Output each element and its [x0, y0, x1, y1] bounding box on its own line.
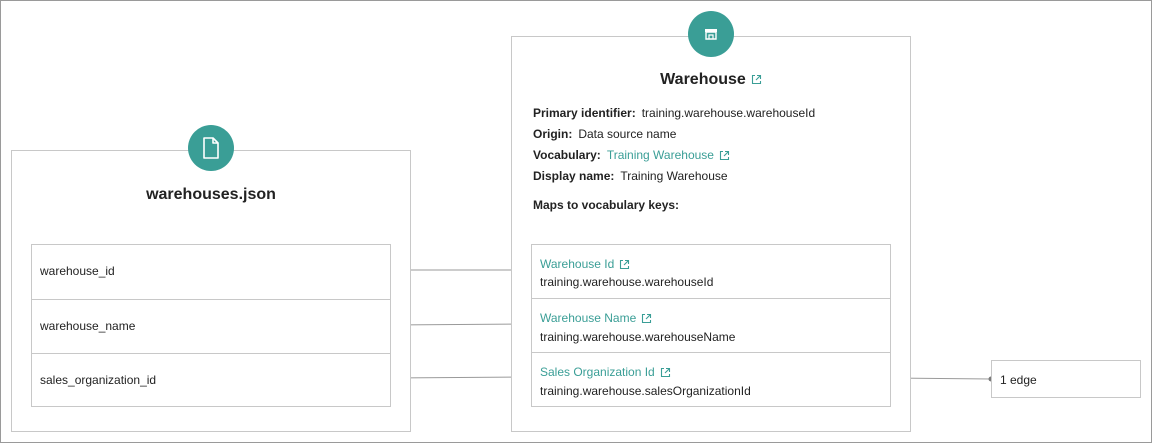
external-link-icon[interactable] [660, 367, 671, 378]
source-card[interactable]: warehouses.json warehouse_id warehouse_n… [11, 150, 411, 432]
source-field-label: warehouse_name [40, 319, 136, 333]
vocabulary-key-row[interactable]: Warehouse Name training.warehouse.wareho… [532, 298, 890, 352]
source-field-label: warehouse_id [40, 264, 115, 278]
source-field-row[interactable]: sales_organization_id [32, 353, 390, 406]
origin: Origin: Data source name [533, 127, 676, 141]
maps-to-keys: Maps to vocabulary keys: [533, 198, 685, 212]
display-name-value: Training Warehouse [620, 169, 728, 183]
vocabulary-key-name: Warehouse Name [540, 311, 652, 325]
vocabulary-link[interactable]: Training Warehouse [606, 148, 714, 162]
source-field-row[interactable]: warehouse_id [32, 245, 390, 299]
entity-card[interactable]: Warehouse Primary identifier: training.wa… [511, 36, 911, 432]
vocabulary-key-link[interactable]: Warehouse Id [540, 257, 615, 271]
external-link-icon[interactable] [641, 313, 652, 324]
vocabulary-key-path: training.warehouse.salesOrganizationId [540, 384, 751, 398]
vocabulary-key-name: Sales Organization Id [540, 365, 671, 379]
vocabulary-key-name: Warehouse Id [540, 257, 630, 271]
vocabulary-key-list: Warehouse Id training.warehouse.warehous… [531, 244, 891, 407]
maps-to-keys-label: Maps to vocabulary keys: [533, 198, 680, 212]
origin-value: Data source name [578, 127, 677, 141]
primary-identifier: Primary identifier: training.warehouse.wa… [533, 106, 815, 120]
connector-sales-org-id [389, 376, 532, 379]
external-link-icon[interactable] [719, 150, 730, 161]
file-icon [188, 125, 234, 171]
display-name-label: Display name: [533, 169, 615, 183]
origin-label: Origin: [533, 127, 573, 141]
vocabulary-key-path: training.warehouse.warehouseName [540, 330, 736, 344]
storefront-icon [688, 11, 734, 57]
vocabulary-key-link[interactable]: Sales Organization Id [540, 365, 655, 379]
vocabulary-key-row[interactable]: Sales Organization Id training.warehouse… [532, 352, 890, 406]
external-link-icon[interactable] [619, 259, 630, 270]
entity-title-row: Warehouse [512, 71, 910, 89]
vocabulary: Vocabulary: Training Warehouse [533, 148, 730, 162]
source-field-row[interactable]: warehouse_name [32, 299, 390, 353]
edge-node[interactable]: 1 edge [991, 360, 1141, 398]
connector-warehouse-name [389, 323, 532, 326]
vocabulary-key-path: training.warehouse.warehouseId [540, 275, 714, 289]
source-field-list: warehouse_id warehouse_name sales_organi… [31, 244, 391, 407]
vocabulary-key-link[interactable]: Warehouse Name [540, 311, 637, 325]
entity-title: Warehouse [660, 71, 746, 88]
source-field-label: sales_organization_id [40, 373, 157, 387]
source-title: warehouses.json [146, 186, 276, 203]
external-link-icon[interactable] [751, 74, 762, 85]
primary-identifier-label: Primary identifier: [533, 106, 636, 120]
primary-identifier-value: training.warehouse.warehouseId [641, 106, 816, 120]
edge-label: 1 edge [1000, 373, 1037, 387]
display-name: Display name: Training Warehouse [533, 169, 728, 183]
vocabulary-key-row[interactable]: Warehouse Id training.warehouse.warehous… [532, 245, 890, 298]
vocabulary-label: Vocabulary: [533, 148, 601, 162]
